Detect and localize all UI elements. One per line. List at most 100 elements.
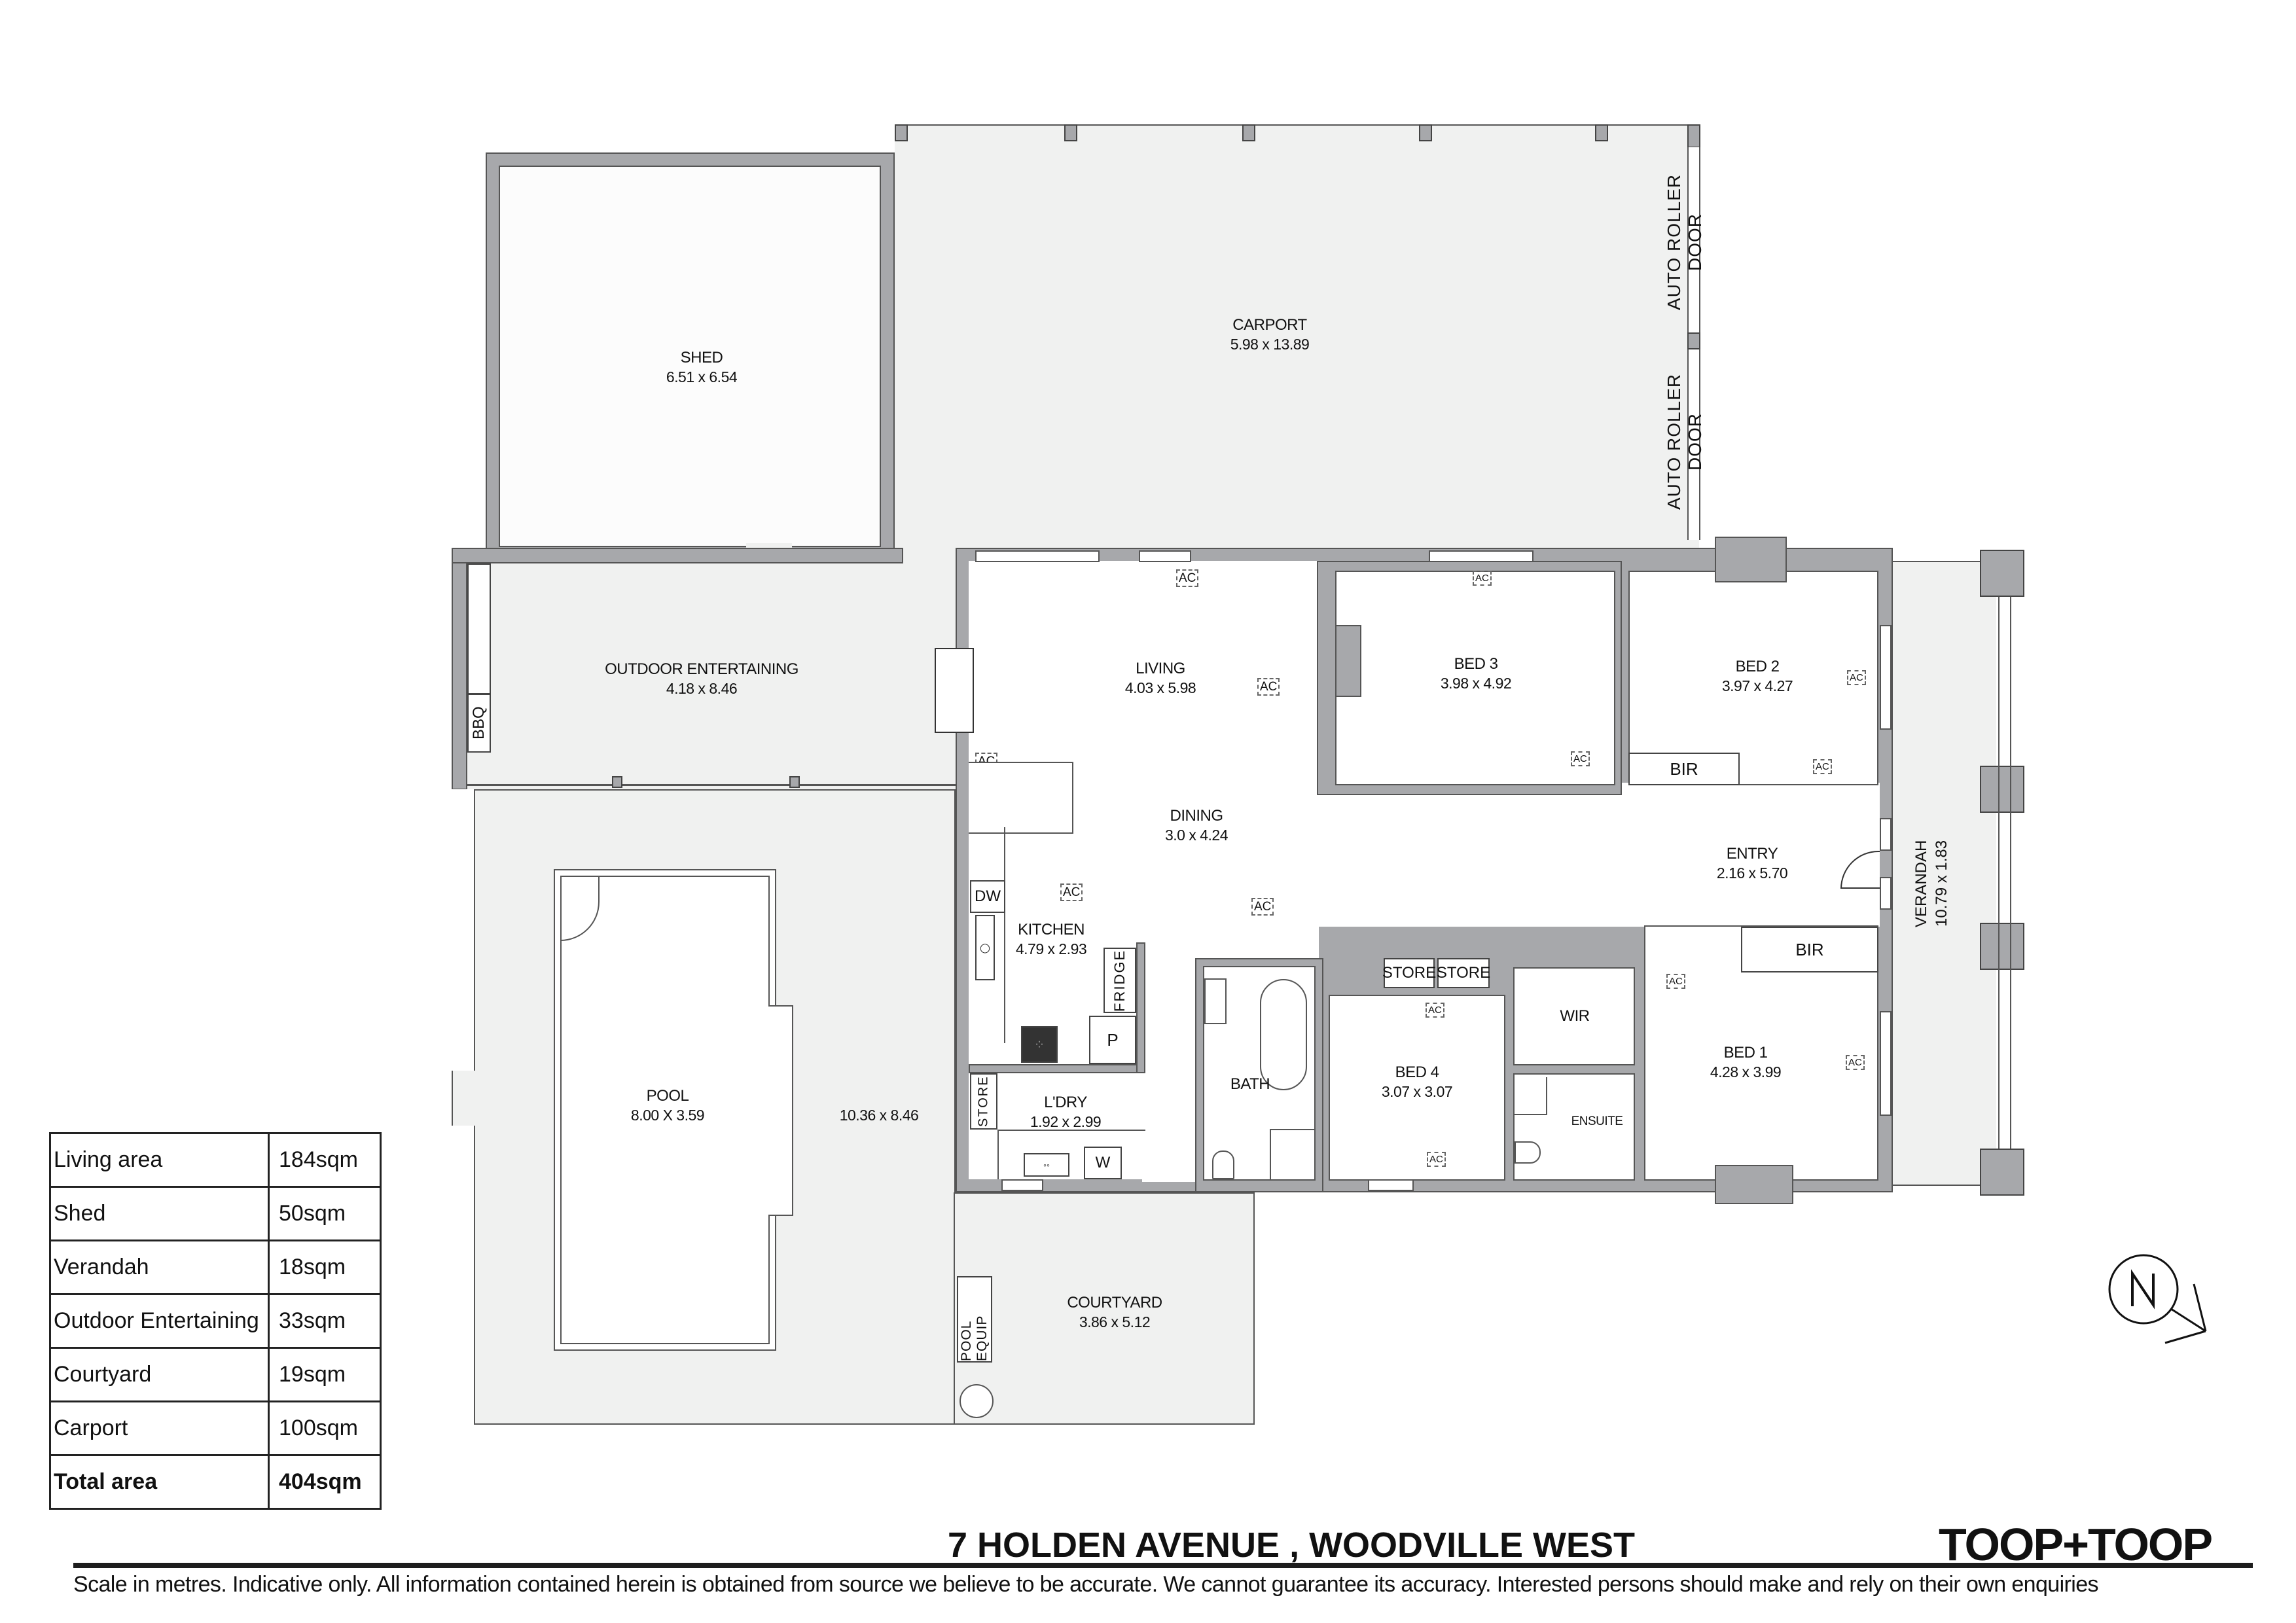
fireplace bbox=[1715, 1165, 1793, 1204]
brand-logo: TOOP+TOOP bbox=[1939, 1519, 2213, 1570]
room-name: L'DRY bbox=[1044, 1094, 1087, 1111]
kitchen-label: KITCHEN 4.79 x 2.93 bbox=[1015, 920, 1087, 959]
area-value: 18sqm bbox=[268, 1240, 382, 1295]
room-name: WIR bbox=[1560, 1007, 1590, 1025]
pool-pump-icon bbox=[960, 1384, 994, 1418]
room-name: COURTYARD bbox=[1067, 1294, 1162, 1311]
bbq: BBQ bbox=[467, 694, 491, 753]
french-doors[interactable] bbox=[935, 648, 974, 733]
laundry-bench bbox=[997, 1130, 1145, 1179]
bed3-room bbox=[1335, 571, 1615, 785]
toilet bbox=[1515, 1141, 1541, 1164]
outdoor-top-wall bbox=[452, 548, 903, 563]
fireplace bbox=[1335, 625, 1361, 697]
pool-side-panel bbox=[452, 789, 475, 1071]
shower-screen bbox=[1513, 1077, 1547, 1115]
window bbox=[975, 550, 1100, 562]
area-label: Carport bbox=[49, 1400, 270, 1456]
carport-post bbox=[1064, 124, 1077, 141]
bathtub bbox=[1260, 979, 1307, 1090]
wir-room bbox=[1513, 967, 1635, 1065]
roller-door-divider bbox=[1687, 332, 1700, 349]
room-dims: 4.79 x 2.93 bbox=[1015, 940, 1087, 957]
shed-room bbox=[499, 166, 881, 547]
store-1: STORE bbox=[1382, 958, 1436, 988]
ac-unit-icon: AC bbox=[1473, 571, 1492, 586]
area-label: Courtyard bbox=[49, 1347, 270, 1402]
pantry-wall bbox=[1136, 942, 1145, 1073]
total-value: 404sqm bbox=[268, 1454, 382, 1510]
verandah-post bbox=[1980, 1149, 2024, 1196]
outdoor-sink bbox=[467, 563, 491, 694]
disclaimer-text: Scale in metres. Indicative only. All in… bbox=[73, 1572, 2099, 1597]
room-dims: 2.16 x 5.70 bbox=[1716, 865, 1788, 882]
room-dims: 3.07 x 3.07 bbox=[1381, 1083, 1453, 1100]
dining-label: DINING 3.0 x 4.24 bbox=[1165, 806, 1229, 845]
window bbox=[1880, 877, 1892, 910]
pool-equipment: POOL EQUIP bbox=[957, 1276, 992, 1363]
verandah-post bbox=[1980, 550, 2024, 597]
room-dims: 8.00 X 3.59 bbox=[630, 1107, 705, 1124]
laundry-label: L'DRY 1.92 x 2.99 bbox=[1030, 1093, 1102, 1132]
bath-label: BATH bbox=[1230, 1075, 1270, 1094]
room-dims: 3.86 x 5.12 bbox=[1079, 1313, 1151, 1330]
kitchen-laundry-wall bbox=[969, 1064, 1145, 1073]
pool-side-panel bbox=[452, 1126, 475, 1425]
fireplace bbox=[1715, 537, 1787, 582]
area-label: Outdoor Entertaining bbox=[49, 1293, 270, 1349]
room-dims: 10.36 x 8.46 bbox=[839, 1107, 919, 1124]
room-name: CARPORT bbox=[1232, 316, 1307, 334]
room-name: LIVING bbox=[1136, 660, 1185, 677]
room-dims: 5.98 x 13.89 bbox=[1230, 336, 1310, 353]
total-label: Total area bbox=[49, 1454, 270, 1510]
outdoor-left-wall bbox=[452, 548, 467, 790]
area-value: 184sqm bbox=[268, 1132, 382, 1188]
kitchen-bench bbox=[969, 827, 1005, 1043]
bed3-label: BED 3 3.98 x 4.92 bbox=[1440, 654, 1512, 693]
shed-label: SHED 6.51 x 6.54 bbox=[666, 348, 738, 387]
entry-door[interactable] bbox=[1840, 851, 1880, 889]
room-name: DINING bbox=[1170, 807, 1224, 825]
pool-bulge bbox=[768, 1005, 793, 1216]
bed4-room bbox=[1329, 995, 1505, 1181]
room-name: ENSUITE bbox=[1571, 1115, 1623, 1128]
vanity-basin bbox=[1204, 978, 1227, 1024]
courtyard-label: COURTYARD 3.86 x 5.12 bbox=[1067, 1293, 1162, 1332]
property-address: 7 HOLDEN AVENUE , WOODVILLE WEST bbox=[948, 1525, 1636, 1565]
area-label: Living area bbox=[49, 1132, 270, 1188]
outdoor-entertaining-area bbox=[452, 548, 956, 790]
bed4-label: BED 4 3.07 x 3.07 bbox=[1381, 1063, 1453, 1101]
room-name: POOL bbox=[646, 1087, 689, 1105]
verandah-post bbox=[1980, 766, 2024, 813]
footer-divider bbox=[73, 1563, 2253, 1568]
verandah-rail bbox=[1998, 597, 2011, 1149]
room-dims: 3.98 x 4.92 bbox=[1440, 675, 1512, 692]
ac-unit-icon: AC bbox=[1846, 1055, 1865, 1070]
carport-area bbox=[895, 124, 1699, 550]
room-dims: 10.79 x 1.83 bbox=[1933, 840, 1951, 927]
ac-unit-icon: AC bbox=[1666, 974, 1685, 989]
ac-unit-icon: AC bbox=[1813, 759, 1832, 774]
room-name: SHED bbox=[680, 349, 723, 366]
room-dims: 4.18 x 8.46 bbox=[666, 680, 738, 697]
window bbox=[1880, 1011, 1892, 1116]
room-name: KITCHEN bbox=[1018, 921, 1085, 938]
ac-unit-icon: AC bbox=[1257, 678, 1280, 696]
window bbox=[1880, 818, 1892, 851]
room-name: BED 4 bbox=[1395, 1063, 1439, 1081]
dining-entry-area bbox=[969, 783, 1880, 927]
area-value: 19sqm bbox=[268, 1347, 382, 1402]
entry-label: ENTRY 2.16 x 5.70 bbox=[1716, 844, 1788, 883]
pool-label: POOL 8.00 X 3.59 bbox=[630, 1086, 705, 1125]
area-value: 100sqm bbox=[268, 1400, 382, 1456]
bed2-bir: BIR bbox=[1628, 753, 1740, 785]
window bbox=[1139, 550, 1191, 562]
laundry-trough: ◦◦ bbox=[1024, 1153, 1069, 1177]
window bbox=[1880, 625, 1892, 730]
area-label: Shed bbox=[49, 1186, 270, 1241]
